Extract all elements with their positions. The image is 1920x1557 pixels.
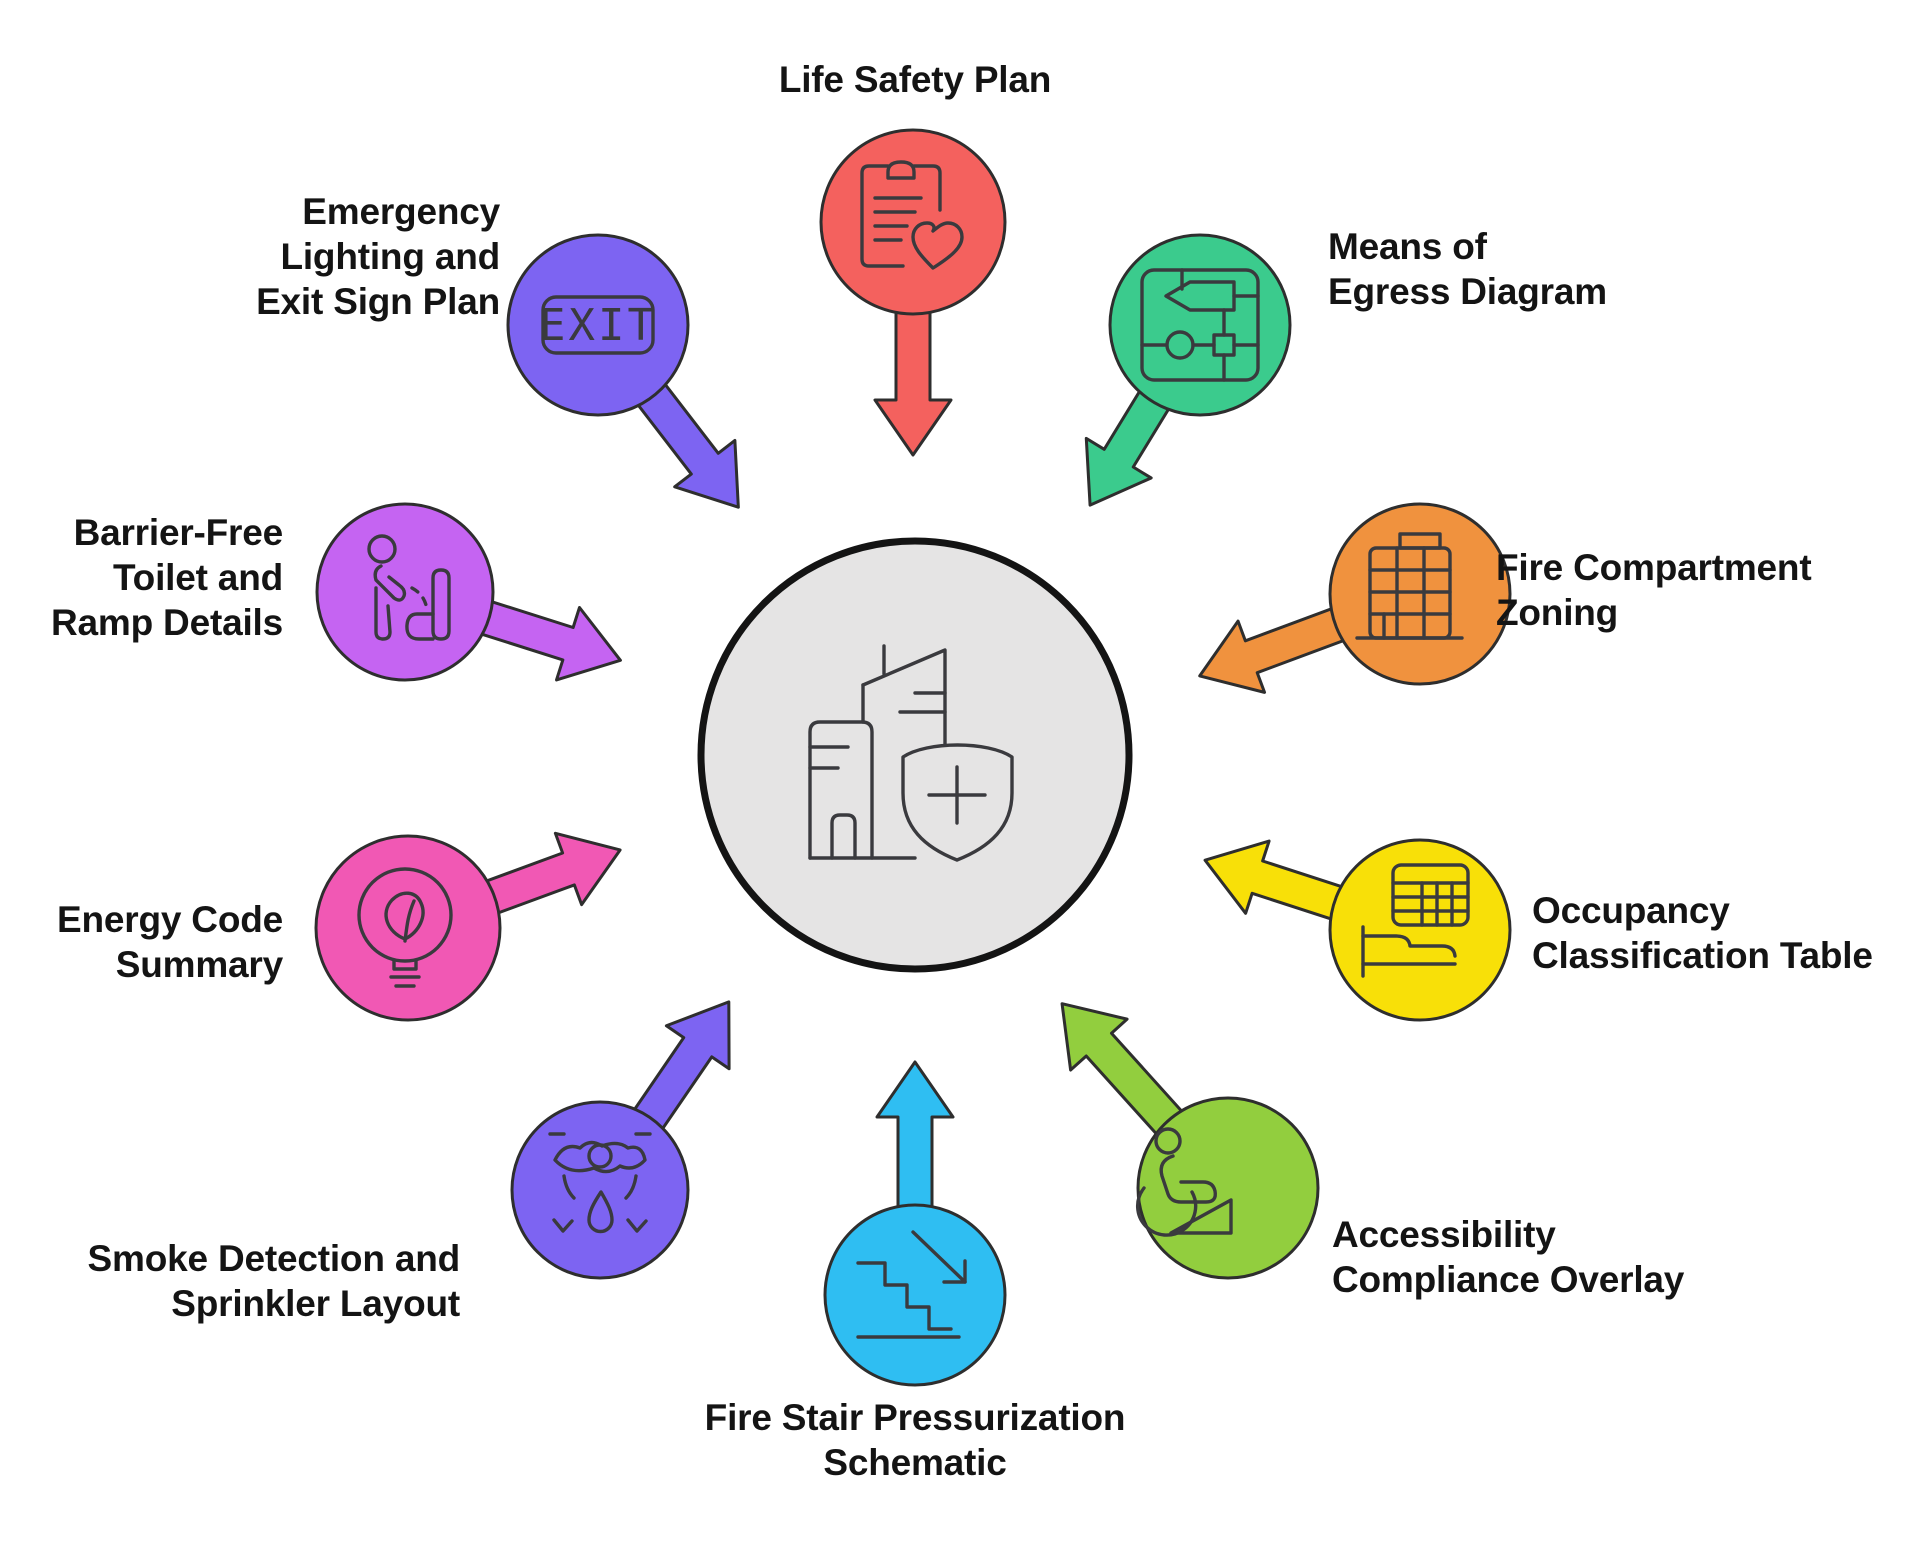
circle-life-safety-plan: [819, 128, 1007, 316]
stairs-down-arrow-icon: [856, 1230, 967, 1339]
label-fire-stair-pressurization: Fire Stair Pressurization Schematic: [704, 1397, 1126, 1483]
label-fire-compartment-zoning: Fire Compartment Zoning: [1496, 547, 1812, 633]
node-smoke-detection: [510, 1000, 731, 1280]
label-emergency-lighting: Emergency Lighting and Exit Sign Plan: [256, 191, 500, 322]
circle-occupancy-classification: [1328, 838, 1512, 1022]
node-energy-code-summary: [314, 831, 622, 1022]
exit-sign-icon: EXIT: [539, 295, 657, 355]
center-hub: [697, 537, 1133, 973]
label-barrier-free-details: Barrier-Free Toilet and Ramp Details: [50, 512, 283, 643]
node-means-of-egress: [1084, 233, 1292, 507]
label-life-safety-plan: Life Safety Plan: [778, 59, 1052, 100]
label-energy-code-summary: Energy Code Summary: [56, 899, 283, 985]
building-shield-plus-icon: [808, 644, 1014, 862]
wheelchair-ramp-icon: [1136, 1127, 1233, 1237]
toilet-person-icon: [367, 534, 451, 641]
floor-plan-route-icon: [1140, 268, 1260, 382]
node-fire-stair-pressurization: [823, 1060, 1007, 1387]
node-emergency-lighting: EXIT: [506, 233, 740, 509]
label-smoke-detection: Smoke Detection and Sprinkler Layout: [87, 1238, 461, 1324]
circle-fire-compartment-zoning: [1328, 502, 1512, 686]
circle-fire-stair-pressurization: [823, 1203, 1007, 1387]
node-accessibility-overlay: [1060, 1002, 1320, 1280]
node-barrier-free-details: [315, 502, 622, 682]
clipboard-heart-icon: [860, 160, 964, 270]
exit-sign-text: EXIT: [539, 300, 657, 351]
circle-smoke-detection: [510, 1100, 690, 1280]
label-accessibility-overlay: Accessibility Compliance Overlay: [1332, 1214, 1685, 1300]
node-fire-compartment-zoning: [1198, 502, 1512, 694]
label-means-of-egress: Means of Egress Diagram: [1328, 226, 1607, 312]
table-bed-icon: [1361, 863, 1470, 978]
node-life-safety-plan: [819, 128, 1007, 457]
sprinkler-head-icon: [548, 1132, 652, 1234]
circle-emergency-lighting: [506, 233, 690, 417]
building-windows-icon: [1355, 532, 1464, 640]
node-occupancy-classification: [1203, 838, 1512, 1022]
label-occupancy-classification: Occupancy Classification Table: [1532, 890, 1873, 976]
circle-means-of-egress: [1108, 233, 1292, 417]
eco-lightbulb-icon: [357, 867, 453, 988]
